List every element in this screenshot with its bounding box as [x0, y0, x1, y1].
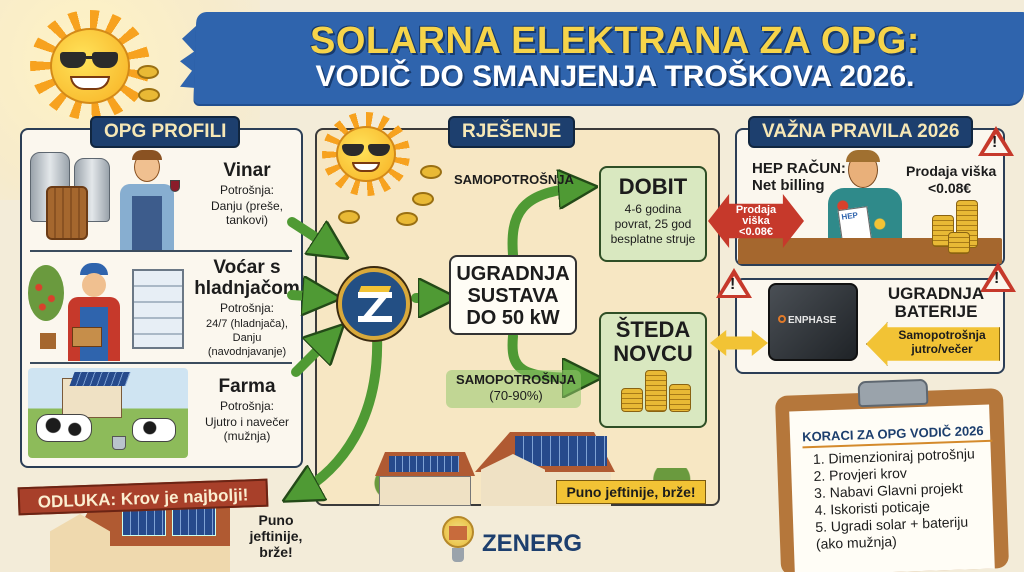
coin-stack-icon [948, 232, 970, 254]
solution-tag: RJEŠENJE [448, 116, 576, 148]
solar-panel-icon [389, 456, 459, 472]
self-consumption-label-bottom: SAMOPOTROŠNJA [456, 372, 576, 387]
profit-desc: 4-6 godina povrat, 25 god besplatne stru… [610, 202, 696, 246]
cow-icon [132, 418, 176, 442]
hep-bill-sub: Net billing [752, 177, 825, 194]
sell-excess-label: Prodaja viška [906, 163, 997, 179]
profile-desc: Danju (preše, tankovi) [210, 199, 284, 227]
profile-name: Vinar [223, 160, 271, 181]
self-consumption-arrow-text: Samopotrošnja jutro/večer [884, 328, 1000, 356]
profit-box: DOBIT 4-6 godina povrat, 25 god besplatn… [599, 166, 707, 262]
self-consumption-highlight [446, 370, 581, 408]
decision-ribbon: ODLUKA: Krov je najbolji! [17, 478, 269, 516]
solar-panel-icon [515, 436, 607, 466]
profile-label: Potrošnja: [219, 399, 275, 413]
houses-illustration [345, 432, 715, 506]
winemaker-icon [114, 150, 180, 252]
profile-name: Farma [218, 376, 276, 397]
profile-divider [30, 250, 292, 252]
fruit-tree-icon [28, 265, 64, 321]
coin-icon [338, 210, 360, 224]
hep-bill-title: HEP RAČUN: [752, 160, 846, 177]
coin-icon [412, 192, 434, 206]
profile-vinar: Vinar Potrošnja: Danju (preše, tankovi) [22, 146, 302, 256]
profile-desc: 24/7 (hladnjača), Danju (navodnjavanje) [206, 318, 288, 358]
coin-icon [420, 165, 442, 179]
self-consumption-label-top: SAMOPOTROŠNJA [454, 172, 574, 187]
zenerg-bulb-logo-icon [440, 516, 476, 568]
profile-label: Potrošnja: [219, 301, 275, 315]
zenerg-logo-icon[interactable] [338, 268, 410, 340]
install-system-box: UGRADNJA SUSTAVA DO 50 kW [449, 255, 577, 335]
battery-title: UGRADNJA BATERIJE [876, 285, 996, 321]
savings-box: ŠTEDA NOVCU [599, 312, 707, 428]
wine-press-icon [46, 186, 88, 240]
profile-vocar: Voćar s hladnjačom Potrošnja: 24/7 (hlad… [22, 253, 302, 363]
warning-icon [978, 126, 1014, 156]
solar-panel-icon [69, 372, 131, 386]
savings-title: ŠTEDA NOVCU [613, 317, 693, 366]
sell-excess-arrow-text: Prodaja viška <0.08€ [730, 205, 782, 238]
sun-mascot-icon [30, 10, 150, 120]
cow-icon [36, 414, 92, 442]
decision-note: Puno jeftinije, brže! [249, 512, 303, 560]
cheaper-badge: Puno jeftinije, brže! [556, 480, 706, 504]
arrow-text-line: <0.08€ [739, 226, 773, 238]
battery-brand: ENPHASE [788, 315, 837, 326]
warning-icon [716, 268, 752, 298]
self-consumption-pct: (70-90%) [489, 388, 543, 403]
clipboard-clip-icon [857, 378, 929, 408]
farmer-icon [64, 263, 124, 361]
brand-name: ZENERG [482, 530, 583, 557]
arrow-text-line: jutro/večer [911, 342, 973, 356]
arrow-text-line: Samopotrošnja [898, 328, 986, 342]
steps-list: KORACI ZA OPG VODIČ 2026 1. Dimenzionira… [801, 422, 996, 554]
profile-divider [30, 362, 292, 364]
cold-storage-icon [132, 269, 184, 349]
rules-tag: VAŽNA PRAVILA 2026 [748, 116, 974, 148]
coin-icon [396, 212, 418, 226]
profiles-tag: OPG PROFILI [90, 116, 241, 148]
coin-stack-icon [669, 384, 691, 412]
page-subtitle: VODIČ DO SMANJENJA TROŠKOVA 2026. [315, 60, 915, 93]
profile-label: Potrošnja: [219, 183, 275, 197]
battery-title-line: UGRADNJA [887, 284, 985, 303]
milk-bucket-icon [112, 436, 126, 450]
arrow-text-line: viška [742, 215, 770, 227]
step-item: 5. Ugradi solar + bateriju (ako mužnja) [815, 513, 969, 552]
profit-title: DOBIT [618, 174, 688, 199]
battery-device-icon: ENPHASE [768, 283, 858, 361]
profile-desc: Ujutro i navečer (mužnja) [204, 415, 290, 443]
page-title: SOLARNA ELEKTRANA ZA OPG: [310, 20, 920, 62]
hep-bill-logo: HEP [840, 210, 859, 222]
solar-panel-icon [172, 506, 216, 536]
coin-stack-icon [645, 370, 667, 412]
coin-icon [138, 88, 160, 102]
battery-title-line: BATERIJE [894, 302, 978, 321]
profile-farma: Farma Potrošnja: Ujutro i navečer (mužnj… [22, 366, 302, 462]
coin-stack-icon [621, 388, 643, 412]
sell-price-label: <0.08€ [928, 180, 972, 196]
warning-icon [980, 262, 1016, 292]
coin-icon [137, 65, 159, 79]
arrow-text-line: Prodaja [735, 204, 777, 216]
sun-mascot-icon [322, 112, 410, 196]
profile-name: Voćar s hladnjačom [194, 257, 300, 299]
